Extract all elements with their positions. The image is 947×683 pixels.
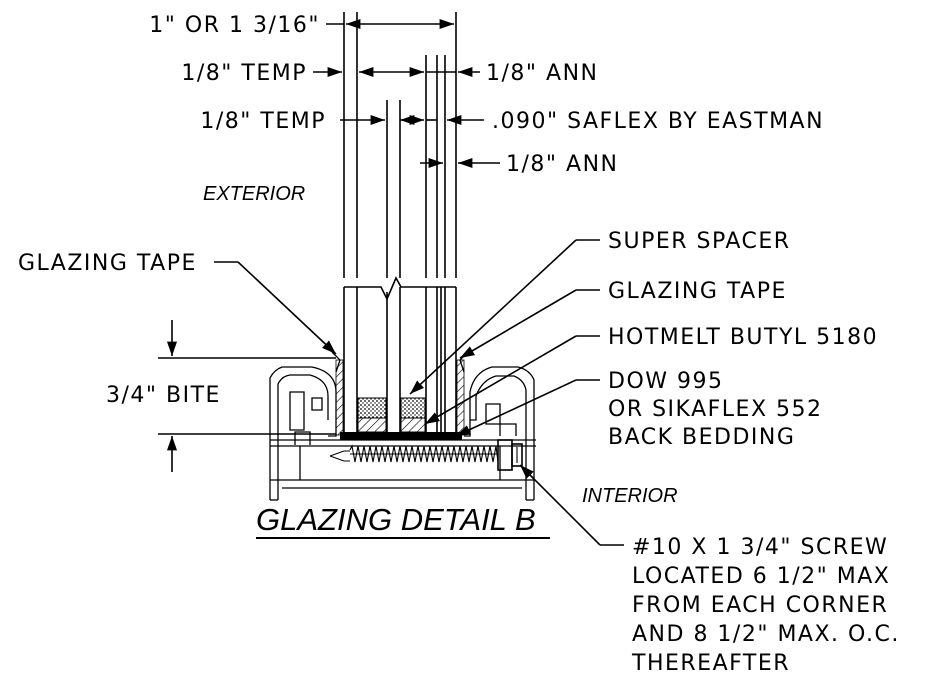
dimension-overall-label: 1" OR 1 3/16"	[149, 13, 320, 38]
detail-title: GLAZING DETAIL B	[256, 502, 536, 537]
glazing-tape-left-label: GLAZING TAPE	[18, 251, 197, 276]
screw-note-line-3: FROM EACH CORNER	[632, 593, 888, 618]
bite-label: 3/4" BITE	[106, 383, 221, 408]
dimension-lines	[158, 18, 500, 472]
dimension-outer-lite-inner-ply-label: 1/8" TEMP	[200, 109, 326, 134]
dimension-interlayer-label: .090" SAFLEX BY EASTMAN	[492, 109, 824, 134]
interior-label: INTERIOR	[582, 485, 678, 507]
exterior-label: EXTERIOR	[203, 183, 305, 205]
frame-profile	[269, 351, 536, 501]
leader-lines	[214, 239, 624, 546]
back-bedding-line-3: BACK BEDDING	[608, 425, 795, 450]
dimension-inner-lite-outer-ply-label: 1/8" ANN	[486, 61, 598, 86]
back-bedding-line-2: OR SIKAFLEX 552	[608, 397, 823, 422]
glazing-tape-right-label: GLAZING TAPE	[608, 279, 787, 304]
dimension-inner-lite-inner-ply-label: 1/8" ANN	[506, 152, 618, 177]
super-spacer-label: SUPER SPACER	[608, 229, 791, 254]
screw-note-line-4: AND 8 1/2" MAX. O.C.	[632, 622, 900, 647]
screw-note-line-5: THEREAFTER	[631, 651, 790, 676]
insulating-seals	[335, 359, 465, 440]
screw-note-line-1: #10 X 1 3/4" SCREW	[632, 535, 888, 560]
dimension-outer-lite-label: 1/8" TEMP	[181, 61, 307, 86]
back-bedding-line-1: DOW 995	[608, 369, 724, 394]
hotmelt-label: HOTMELT BUTYL 5180	[608, 325, 878, 350]
glass-plies	[343, 12, 457, 436]
screw	[329, 439, 523, 471]
screw-note-line-2: LOCATED 6 1/2" MAX	[632, 564, 890, 589]
